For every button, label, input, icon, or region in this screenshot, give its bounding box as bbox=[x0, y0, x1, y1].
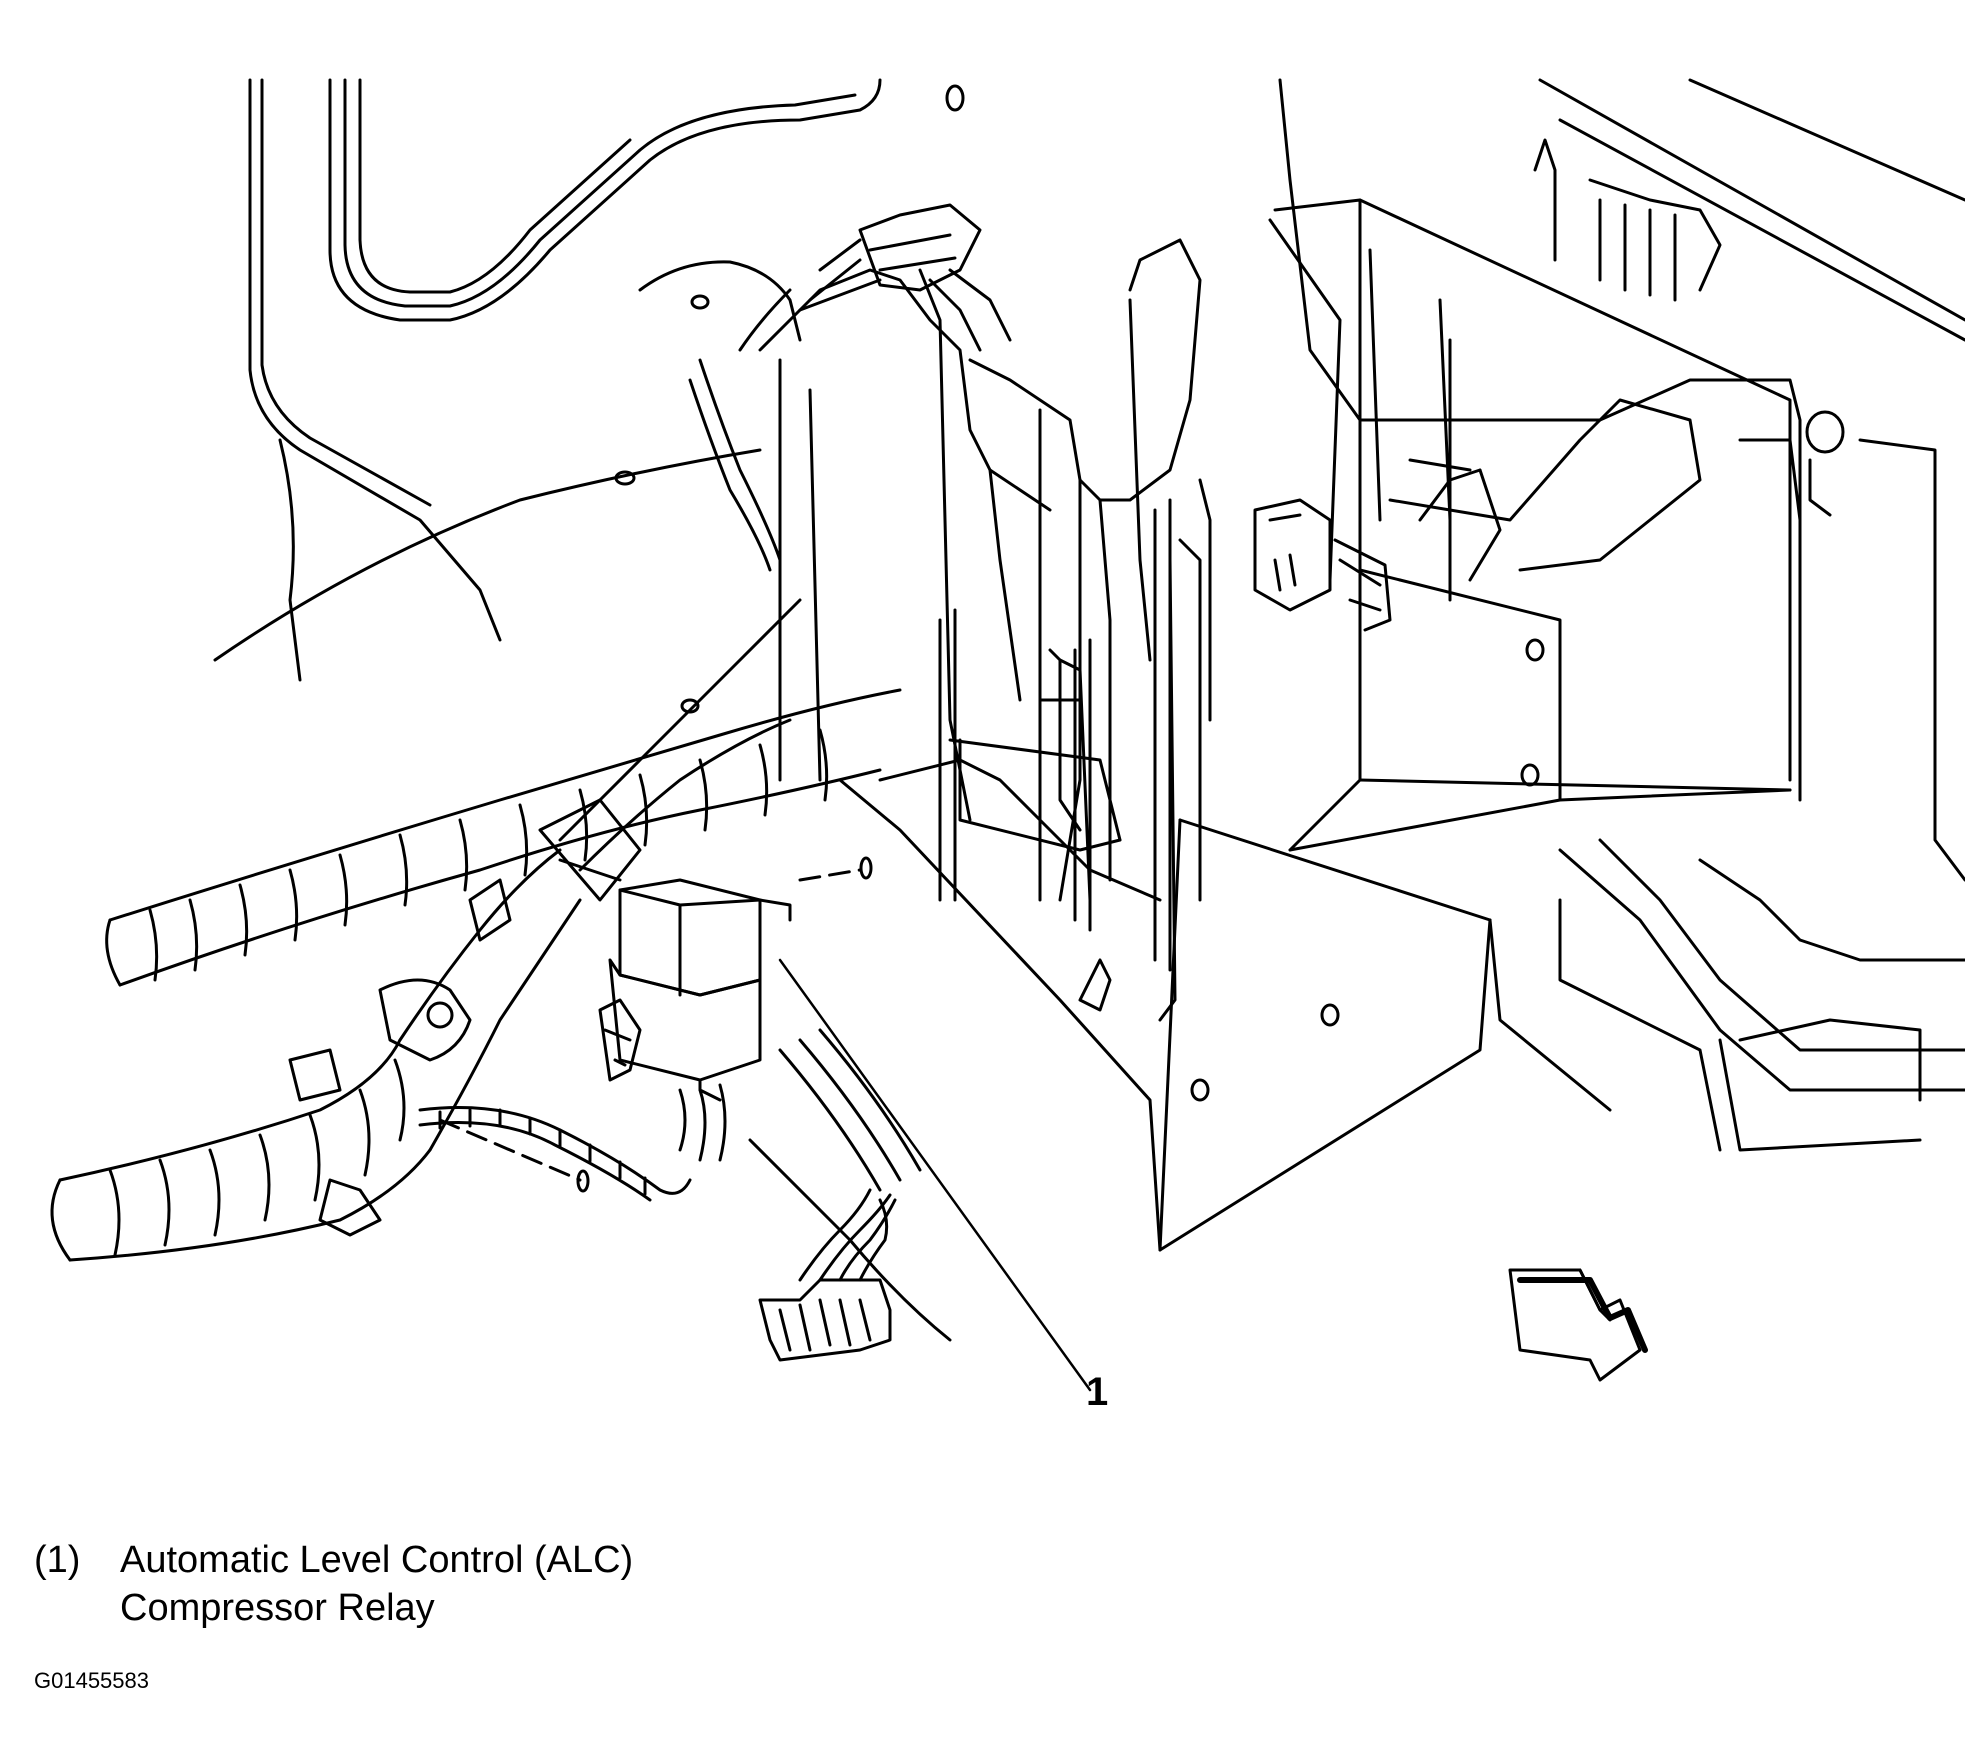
alc-compressor-relay bbox=[598, 878, 792, 1162]
arrow-forward-icon bbox=[1508, 1268, 1648, 1382]
figure-id: G01455583 bbox=[34, 1668, 149, 1693]
wiring-harness-illustration bbox=[50, 78, 1965, 1392]
callout-leader-1 bbox=[778, 958, 1092, 1392]
harness-connector bbox=[748, 1028, 952, 1362]
relay-bracket bbox=[758, 238, 1492, 1252]
legend: (1) Automatic Level Control (ALC) Compre… bbox=[34, 1536, 820, 1632]
wiring-harness bbox=[50, 203, 1012, 1262]
legend-item-number: (1) bbox=[34, 1539, 81, 1581]
legend-item: (1) Automatic Level Control (ALC) Compre… bbox=[34, 1536, 820, 1632]
callout-number-1: 1 bbox=[1086, 1370, 1109, 1414]
body-panel bbox=[213, 78, 965, 714]
fuse-block-bracket bbox=[1253, 78, 1965, 1152]
legend-item-text: Automatic Level Control (ALC) Compressor… bbox=[120, 1539, 634, 1629]
